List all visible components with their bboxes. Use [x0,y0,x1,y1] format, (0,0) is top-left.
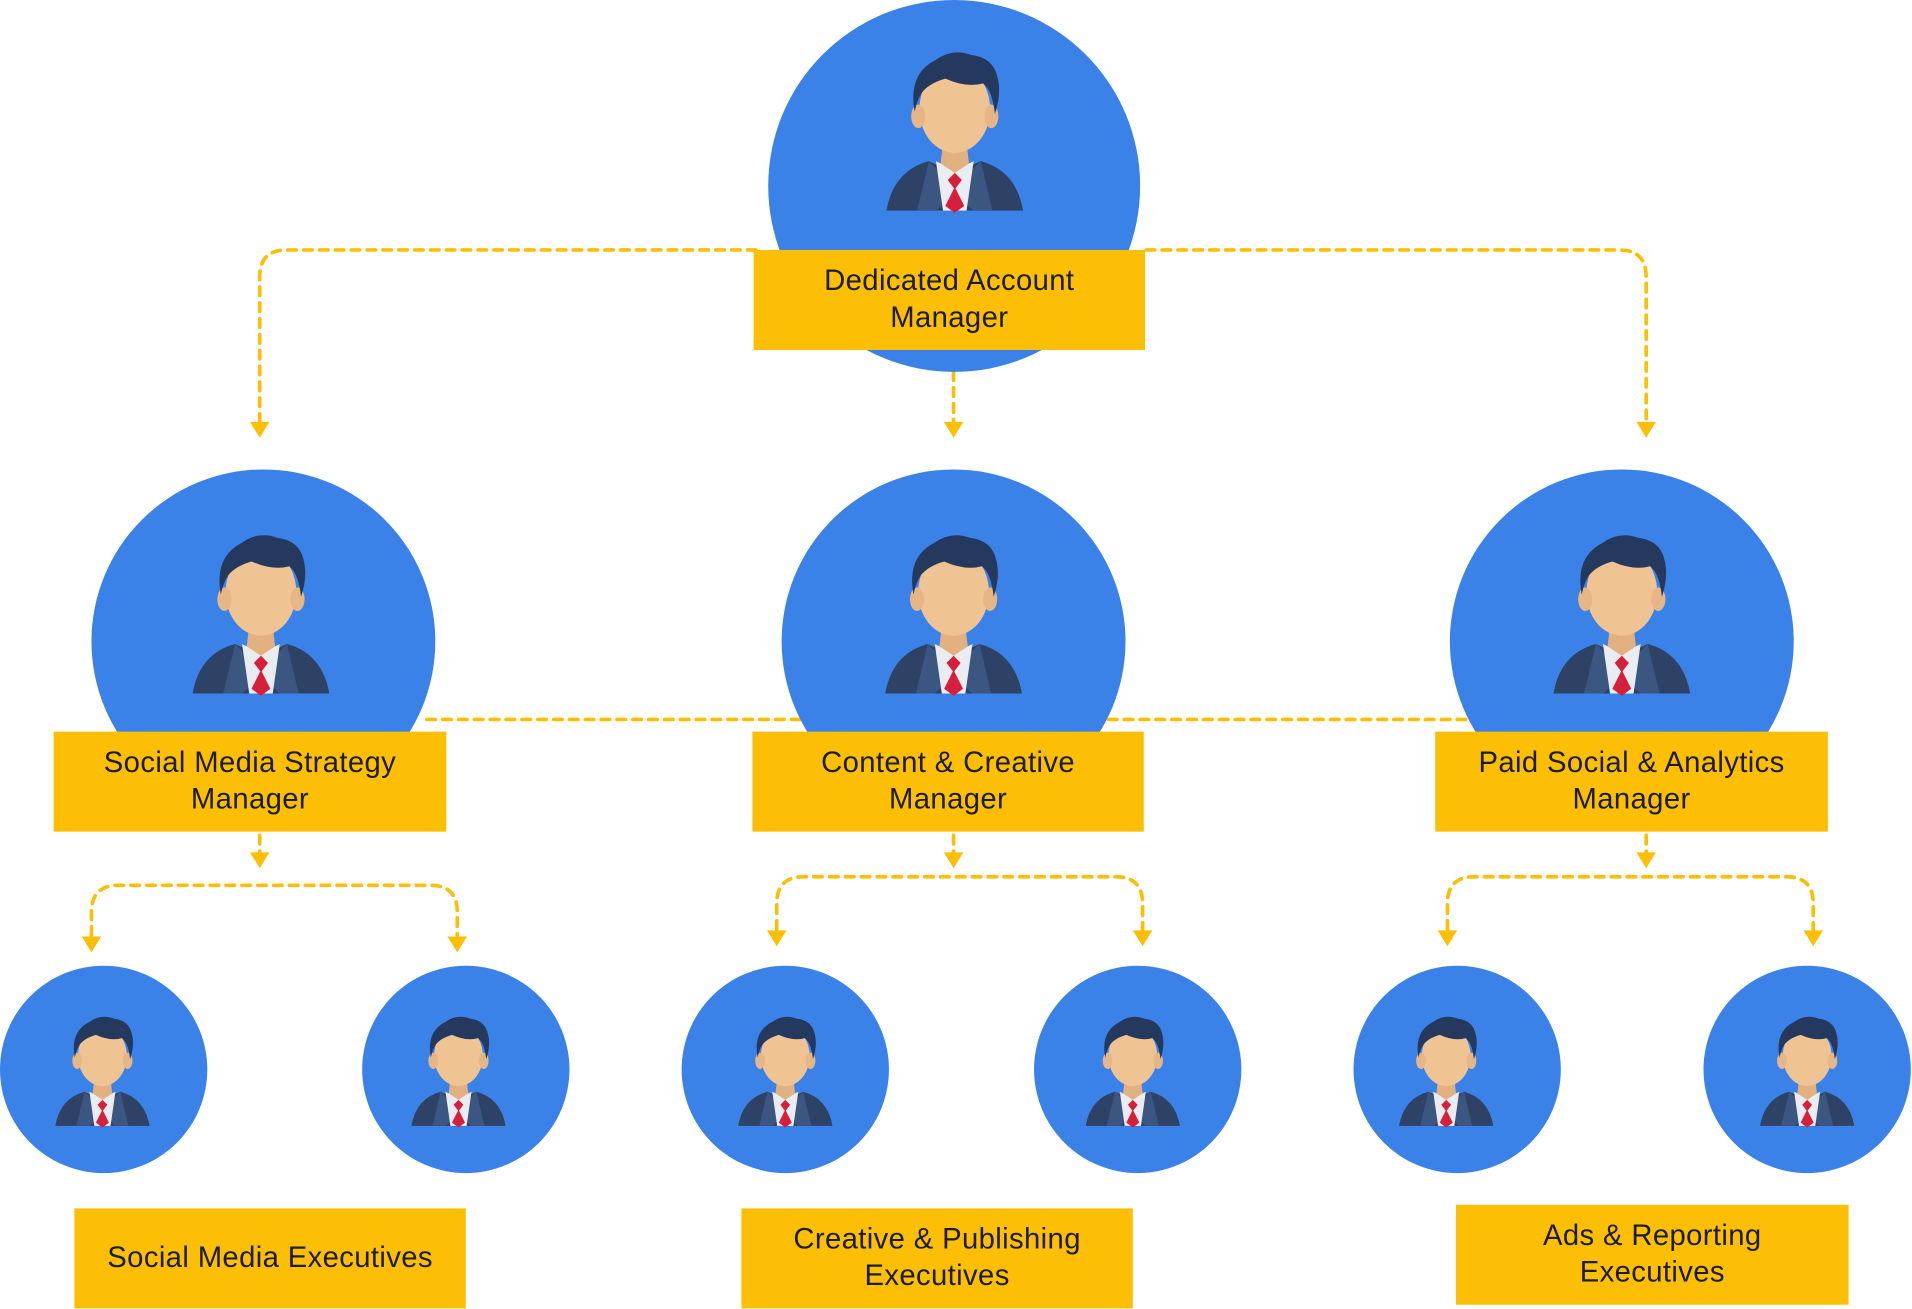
arrow-content-exec-1-icon [767,930,787,947]
label-manager-paid: Paid Social & Analytics Manager [1435,731,1828,832]
arrow-to-paid-icon [1636,421,1656,438]
businessman-avatar-icon [737,1012,835,1129]
connector-content-split [774,874,1145,932]
connector-top-to-social [257,248,758,423]
arrow-paid-exec-2-icon [1803,930,1824,947]
businessman-avatar-icon [1551,529,1692,697]
connector-top-to-paid [1144,248,1649,423]
connector-paid-split [1445,874,1816,932]
connector-social-split [89,883,460,938]
label-executives-paid: Ads & Reporting Executives [1455,1204,1849,1305]
label-executives-content: Creative & Publishing Executives [741,1208,1133,1309]
arrow-content-exec-2-icon [1132,930,1153,947]
businessman-avatar-icon [883,529,1024,697]
arrow-social-down-icon [249,852,270,869]
arrow-paid-exec-1-icon [1437,930,1458,947]
businessman-avatar-icon [1397,1012,1495,1129]
arrow-content-down-icon [943,852,964,869]
businessman-avatar-icon [1758,1012,1856,1129]
businessman-avatar-icon [54,1012,152,1129]
businessman-avatar-icon [884,46,1025,214]
arrow-to-social-icon [249,421,270,438]
label-manager-content: Content & Creative Manager [752,731,1144,832]
businessman-avatar-icon [1084,1012,1182,1129]
arrow-social-exec-1-icon [81,936,102,953]
label-executives-social: Social Media Executives [74,1208,466,1309]
arrow-paid-down-icon [1636,852,1656,869]
label-top-manager: Dedicated Account Manager [753,249,1146,350]
arrow-to-content-icon [943,421,964,438]
arrow-social-exec-2-icon [447,936,468,953]
businessman-avatar-icon [410,1012,508,1129]
businessman-avatar-icon [190,529,331,697]
label-manager-social: Social Media Strategy Manager [53,731,447,832]
